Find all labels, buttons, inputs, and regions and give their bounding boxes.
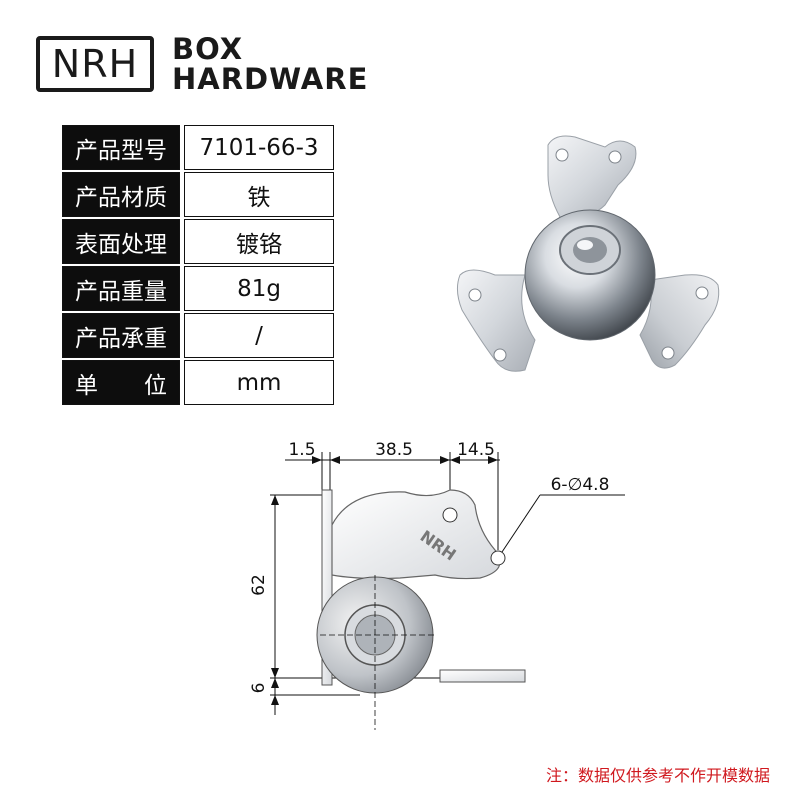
spec-label: 产品型号 xyxy=(62,125,180,170)
side-plate xyxy=(321,489,333,686)
dim-hole: 6-∅4.8 xyxy=(551,475,610,495)
spec-label: 产品材质 xyxy=(62,172,180,217)
drawing-hole xyxy=(442,507,458,523)
hole xyxy=(468,288,482,302)
spec-label: 产品重量 xyxy=(62,266,180,311)
dim-top-2: 38.5 xyxy=(375,440,413,460)
hole xyxy=(695,286,709,300)
spec-value: 铁 xyxy=(184,172,334,217)
hole xyxy=(555,148,569,162)
spec-value: / xyxy=(184,313,334,358)
logo-line-2: HARDWARE xyxy=(172,62,369,96)
spec-row-weight: 产品重量 81g xyxy=(62,266,334,311)
spec-value: 81g xyxy=(184,266,334,311)
product-photo xyxy=(456,135,720,372)
dim-left-1: 62 xyxy=(249,574,269,596)
spec-value: 镀铬 xyxy=(184,219,334,264)
dim-top-1: 1.5 xyxy=(288,440,315,460)
hole xyxy=(661,346,675,360)
spec-value: mm xyxy=(184,360,334,405)
drawing-top-plate xyxy=(331,489,501,580)
logo-mark: NRH xyxy=(36,36,154,92)
brand-logo: NRH BOX HARDWARE xyxy=(36,34,368,94)
spec-row-unit: 单 位 mm xyxy=(62,360,334,405)
dim-left-2: 6 xyxy=(249,683,269,694)
hole xyxy=(608,150,622,164)
spec-row-finish: 表面处理 镀铬 xyxy=(62,219,334,264)
spec-row-material: 产品材质 铁 xyxy=(62,172,334,217)
top-plate xyxy=(547,135,637,218)
technical-drawing: 1.5 38.5 14.5 6-∅4.8 62 6 xyxy=(249,440,625,730)
drawing-hole xyxy=(490,550,506,566)
hole xyxy=(493,348,507,362)
bottom-tab xyxy=(439,669,526,683)
spec-table: 产品型号 7101-66-3 产品材质 铁 表面处理 镀铬 产品重量 81g 产… xyxy=(62,125,334,405)
spec-row-load: 产品承重 / xyxy=(62,313,334,358)
disclaimer-note: 注：数据仅供参考不作开模数据 xyxy=(545,766,770,785)
spec-value: 7101-66-3 xyxy=(184,125,334,170)
logo-line-1: BOX xyxy=(172,32,244,66)
spec-row-model: 产品型号 7101-66-3 xyxy=(62,125,334,170)
spec-label: 产品承重 xyxy=(62,313,180,358)
spec-label: 表面处理 xyxy=(62,219,180,264)
logo-text: BOX HARDWARE xyxy=(172,34,368,94)
dim-top-3: 14.5 xyxy=(457,440,495,460)
spec-label: 单 位 xyxy=(62,360,180,405)
